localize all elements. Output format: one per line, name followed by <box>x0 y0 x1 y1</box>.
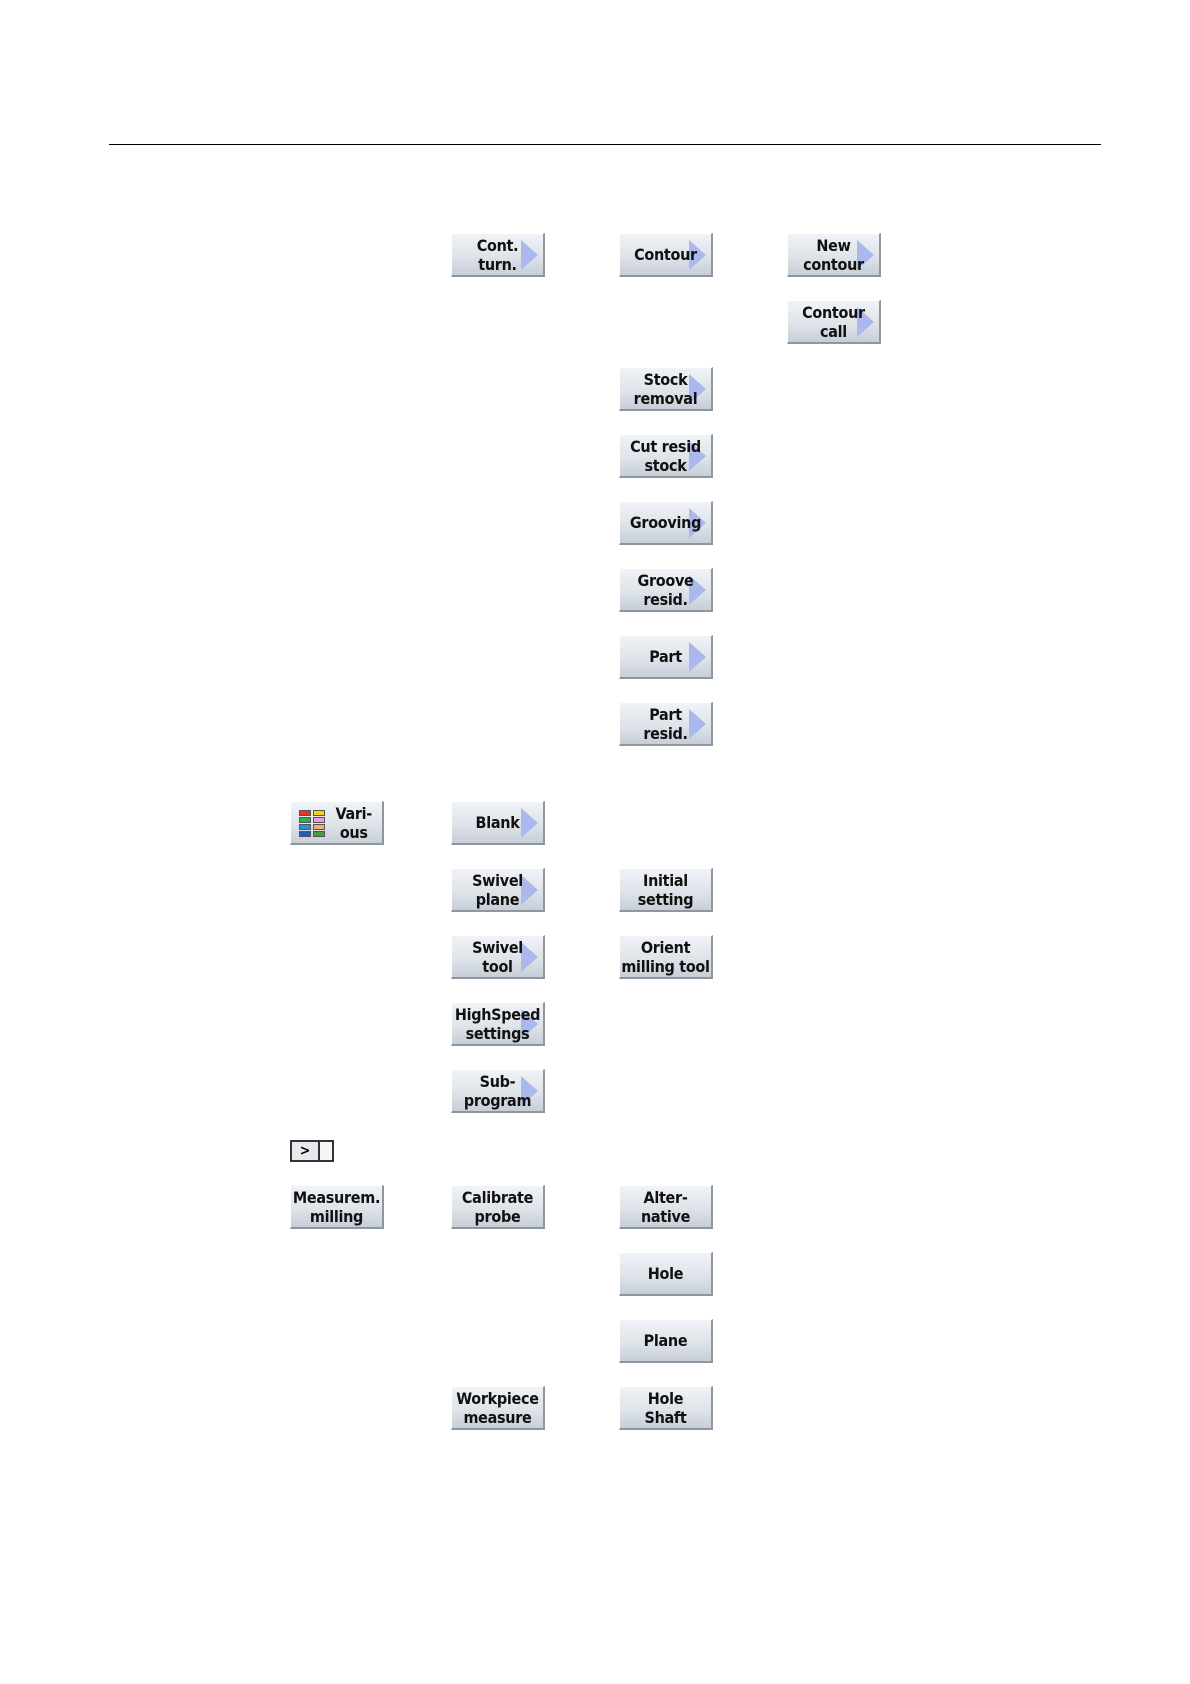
grooving-softkey[interactable]: Grooving <box>619 501 713 545</box>
menu-arrow-icon <box>689 641 706 672</box>
workpiece-measure-softkey[interactable]: Workpiece measure <box>451 1386 545 1430</box>
etc-arrow-icon: > <box>292 1142 320 1160</box>
plane-softkey[interactable]: Plane <box>619 1319 713 1363</box>
new-contour-softkey[interactable]: New contour <box>787 233 881 277</box>
menu-arrow-icon <box>689 239 706 270</box>
contour-softkey[interactable]: Contour <box>619 233 713 277</box>
menu-arrow-icon <box>689 440 706 471</box>
menu-arrow-icon <box>521 1075 538 1106</box>
part-softkey[interactable]: Part <box>619 635 713 679</box>
groove-resid-softkey[interactable]: Groove resid. <box>619 568 713 612</box>
swivel-tool-softkey[interactable]: Swivel tool <box>451 935 545 979</box>
hole-softkey[interactable]: Hole <box>619 1252 713 1296</box>
hole-shaft-softkey[interactable]: Hole Shaft <box>619 1386 713 1430</box>
measurem-milling-softkey[interactable]: Measurem. milling <box>290 1185 384 1229</box>
alternative-softkey[interactable]: Alter- native <box>619 1185 713 1229</box>
menu-arrow-icon <box>521 239 538 270</box>
menu-arrow-icon <box>689 507 706 538</box>
etc-arrow-key[interactable]: > <box>290 1140 334 1162</box>
cont-turn-softkey[interactable]: Cont. turn. <box>451 233 545 277</box>
menu-arrow-icon <box>521 807 538 838</box>
menu-arrow-icon <box>521 941 538 972</box>
various-grid-icon <box>299 810 327 838</box>
orient-milling-tool-softkey[interactable]: Orient milling tool <box>619 935 713 979</box>
swivel-plane-softkey[interactable]: Swivel plane <box>451 868 545 912</box>
menu-arrow-icon <box>521 1008 538 1039</box>
header-rule <box>109 144 1101 145</box>
stock-removal-softkey[interactable]: Stock removal <box>619 367 713 411</box>
calibrate-probe-softkey[interactable]: Calibrate probe <box>451 1185 545 1229</box>
highspeed-settings-softkey[interactable]: HighSpeed settings <box>451 1002 545 1046</box>
menu-arrow-icon <box>689 574 706 605</box>
part-resid-softkey[interactable]: Part resid. <box>619 702 713 746</box>
menu-arrow-icon <box>857 239 874 270</box>
sub-program-softkey[interactable]: Sub- program <box>451 1069 545 1113</box>
various-softkey[interactable]: Vari- ous <box>290 801 384 845</box>
initial-setting-softkey[interactable]: Initial setting <box>619 868 713 912</box>
menu-arrow-icon <box>857 306 874 337</box>
menu-arrow-icon <box>521 874 538 905</box>
menu-arrow-icon <box>689 373 706 404</box>
cut-resid-stock-softkey[interactable]: Cut resid stock <box>619 434 713 478</box>
blank-softkey[interactable]: Blank <box>451 801 545 845</box>
menu-arrow-icon <box>689 708 706 739</box>
contour-call-softkey[interactable]: Contour call <box>787 300 881 344</box>
